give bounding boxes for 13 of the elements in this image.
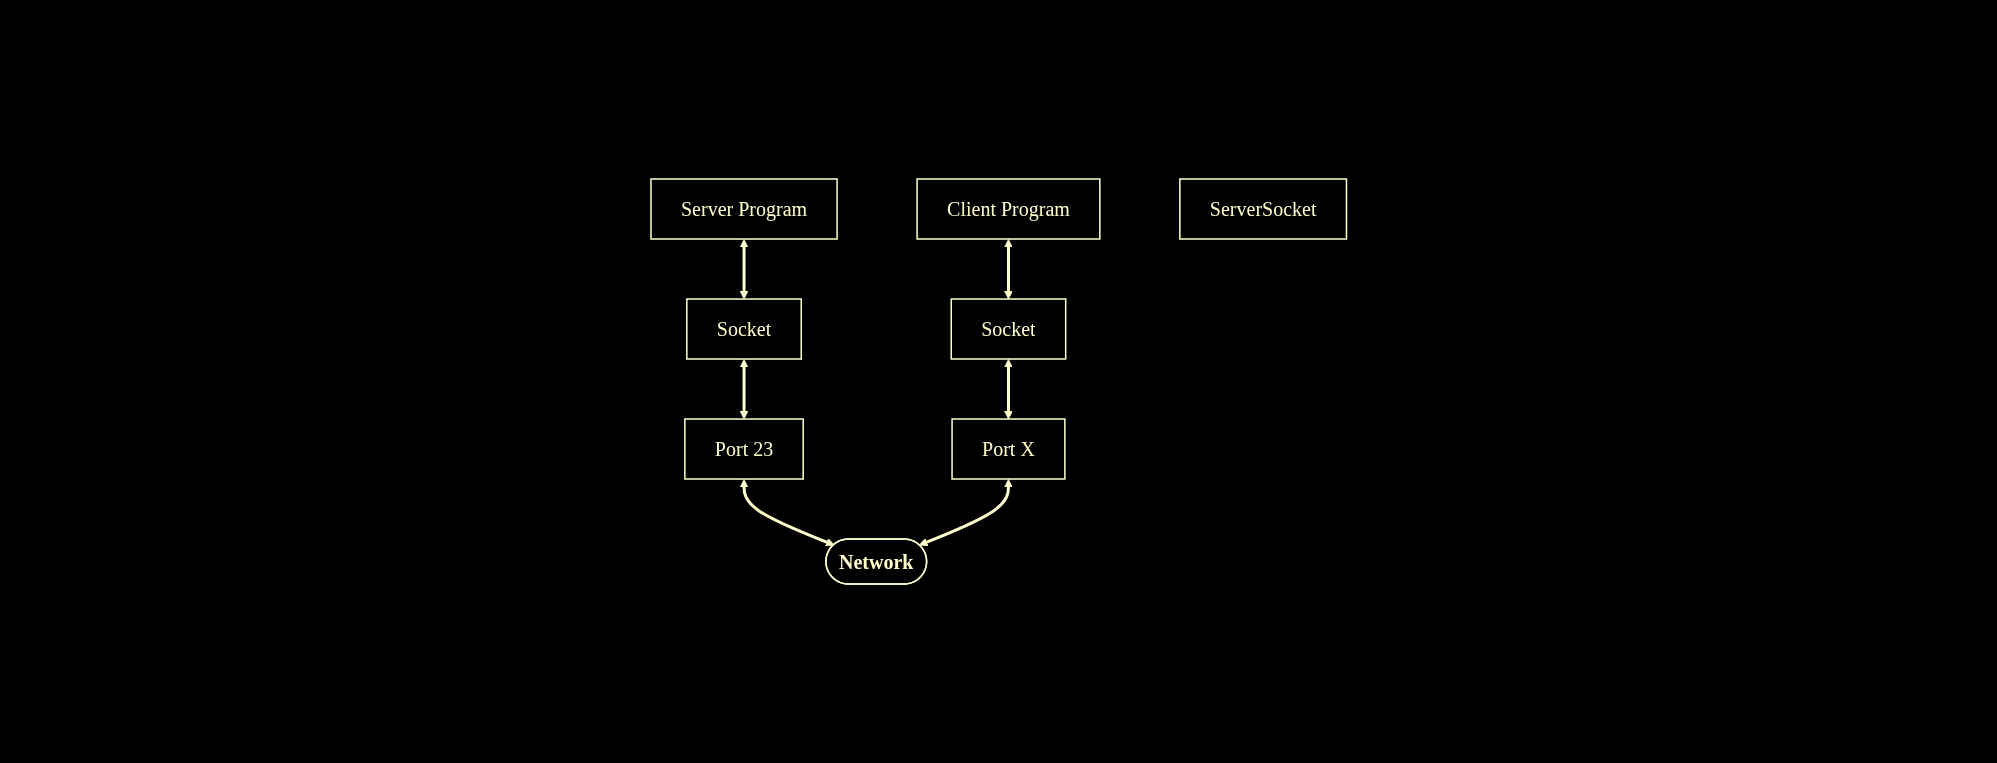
node-box: Socket [685,298,802,360]
node-box: Client Program [916,178,1101,240]
node-box: ServerSocket [1178,178,1347,240]
node-box: Server Program [650,178,838,240]
node-box: Port X [951,418,1066,480]
arrow [739,239,749,300]
arrow [1003,239,1013,300]
arrow [739,479,835,547]
node-box: Socket [950,298,1067,360]
node-box: Port 23 [683,418,804,480]
arrow [739,359,749,420]
arrow [918,479,1013,547]
arrow [1003,359,1013,420]
